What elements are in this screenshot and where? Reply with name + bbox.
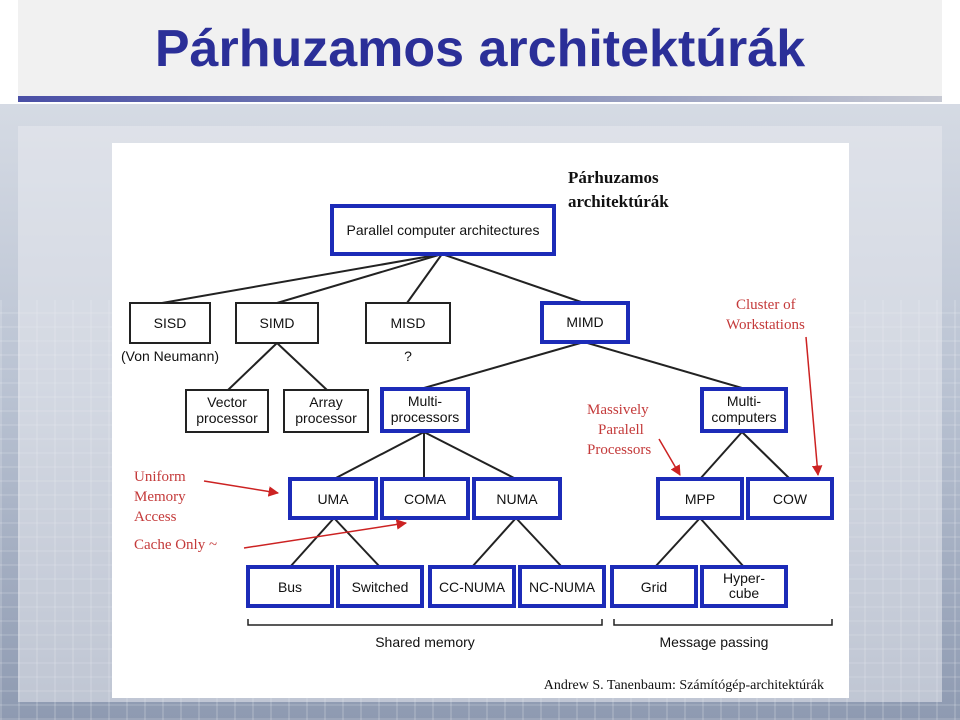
node-root: Parallel computer architectures: [330, 204, 556, 256]
svg-text:MPP: MPP: [685, 491, 715, 507]
title-underline: [18, 96, 942, 102]
node-numa: NUMA: [472, 477, 562, 520]
node-array-processor: Array processor: [283, 389, 369, 433]
svg-text:Shared memory: Shared memory: [375, 634, 475, 650]
node-vector-processor: Vector processor: [185, 389, 269, 433]
node-uma: UMA: [288, 477, 378, 520]
node-coma: COMA: [380, 477, 470, 520]
architecture-diagram: Párhuzamos architektúrák Parallel comput…: [112, 143, 849, 698]
svg-text:SISD: SISD: [154, 315, 187, 331]
node-simd: SIMD: [235, 302, 319, 344]
svg-text:UMA: UMA: [317, 491, 349, 507]
svg-text:Array: Array: [309, 394, 342, 410]
node-hypercube: Hyper- cube: [700, 565, 788, 608]
root-label: Parallel computer architectures: [347, 222, 540, 238]
svg-text:Multi-: Multi-: [727, 393, 762, 409]
svg-text:MISD: MISD: [391, 315, 426, 331]
svg-text:COMA: COMA: [404, 491, 447, 507]
title-band: Párhuzamos architektúrák: [0, 0, 960, 104]
node-cow: COW: [746, 477, 834, 520]
svg-text:processor: processor: [196, 410, 258, 426]
svg-text:SIMD: SIMD: [260, 315, 295, 331]
svg-text:cube: cube: [729, 585, 760, 601]
node-misd: MISD: [365, 302, 451, 344]
svg-text:Cache Only ~: Cache Only ~: [134, 537, 217, 553]
connectors: [161, 253, 791, 568]
svg-text:Memory: Memory: [134, 489, 186, 505]
node-multiprocessors: Multi- processors: [380, 387, 470, 433]
svg-text:Hyper-: Hyper-: [723, 570, 765, 586]
diagram-heading-line2: architektúrák: [568, 192, 669, 211]
diagram-heading-line1: Párhuzamos: [568, 168, 659, 187]
taxonomy-tree: Párhuzamos architektúrák Parallel comput…: [121, 168, 834, 693]
node-grid: Grid: [610, 565, 698, 608]
svg-text:computers: computers: [711, 409, 776, 425]
credit-caption: Andrew S. Tanenbaum: Számítógép-architek…: [544, 678, 824, 693]
svg-text:Access: Access: [134, 509, 177, 525]
svg-text:Switched: Switched: [352, 579, 409, 595]
svg-text:CC-NUMA: CC-NUMA: [439, 579, 506, 595]
node-sisd: SISD: [129, 302, 211, 344]
node-multicomputers: Multi- computers: [700, 387, 788, 433]
svg-text:NC-NUMA: NC-NUMA: [529, 579, 596, 595]
svg-text:Multi-: Multi-: [408, 393, 443, 409]
svg-text:processor: processor: [295, 410, 357, 426]
svg-text:Processors: Processors: [587, 442, 651, 458]
svg-text:Workstations: Workstations: [726, 317, 805, 333]
node-bus: Bus: [246, 565, 334, 608]
bracket-message-passing: Message passing: [613, 619, 833, 650]
svg-text:processors: processors: [391, 409, 459, 425]
note-massively-parallel: Massively Paralell Processors: [587, 402, 681, 476]
svg-text:Grid: Grid: [641, 579, 667, 595]
note-uniform-memory-access: Uniform Memory Access: [134, 469, 280, 525]
sisd-note: (Von Neumann): [121, 348, 219, 364]
node-nc-numa: NC-NUMA: [518, 565, 606, 608]
svg-text:MIMD: MIMD: [566, 314, 603, 330]
misd-note: ?: [404, 348, 412, 364]
svg-text:Bus: Bus: [278, 579, 302, 595]
svg-text:NUMA: NUMA: [496, 491, 538, 507]
bracket-shared-memory: Shared memory: [247, 619, 603, 650]
note-cache-only: Cache Only ~: [134, 519, 408, 553]
slide-title: Párhuzamos architektúrák: [18, 0, 942, 100]
node-mimd: MIMD: [540, 301, 630, 344]
svg-text:Paralell: Paralell: [598, 422, 644, 438]
svg-text:Massively: Massively: [587, 402, 649, 418]
svg-text:Cluster of: Cluster of: [736, 297, 796, 313]
note-cluster-of-workstations: Cluster of Workstations: [726, 297, 823, 477]
svg-text:Vector: Vector: [207, 394, 247, 410]
svg-text:Message passing: Message passing: [660, 634, 769, 650]
node-cc-numa: CC-NUMA: [428, 565, 516, 608]
node-mpp: MPP: [656, 477, 744, 520]
svg-text:COW: COW: [773, 491, 808, 507]
svg-text:Uniform: Uniform: [134, 469, 186, 485]
node-switched: Switched: [336, 565, 424, 608]
